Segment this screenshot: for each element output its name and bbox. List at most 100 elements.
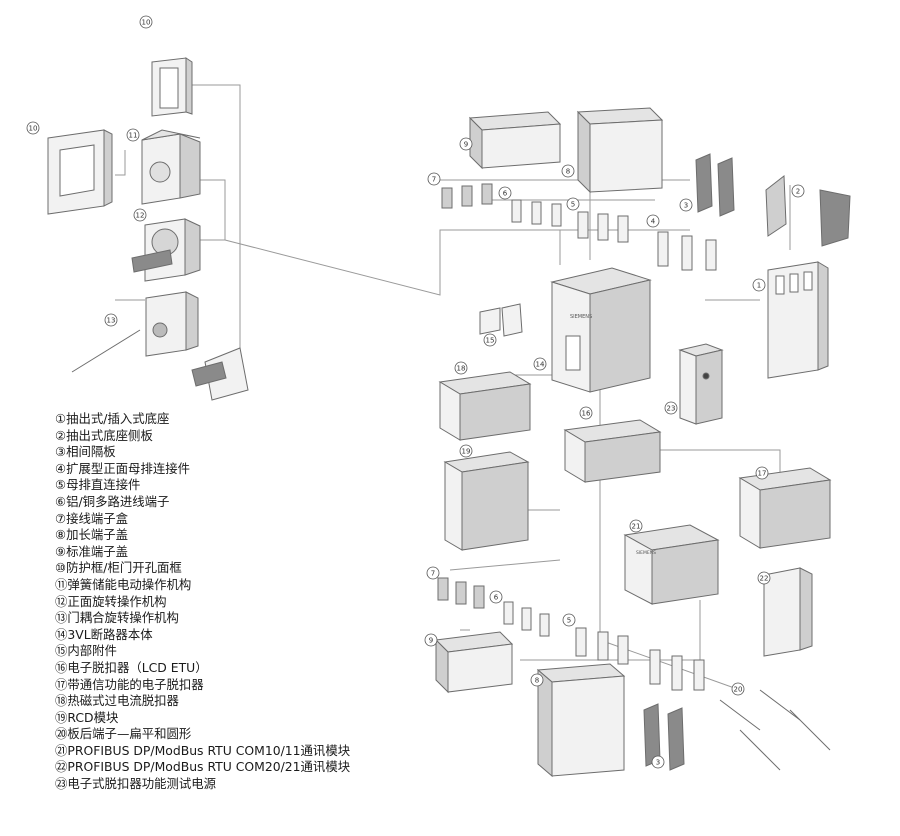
callout-12: 12 xyxy=(133,208,147,222)
callout-11: 11 xyxy=(126,128,140,142)
callout-21: 21 xyxy=(629,519,643,533)
callout-13: 13 xyxy=(104,313,118,327)
callout-6b: 6 xyxy=(489,590,503,604)
large-door-frame xyxy=(47,129,113,215)
callout-3a: 3 xyxy=(679,198,693,212)
callout-7b: 7 xyxy=(426,566,440,580)
svg-text:6: 6 xyxy=(494,594,499,602)
callout-1: 1 xyxy=(752,278,766,292)
rear-terminals xyxy=(719,689,831,771)
svg-text:10: 10 xyxy=(29,125,38,133)
legend-item: ⑭3VL断路器本体 xyxy=(55,626,153,642)
phase-barriers-top xyxy=(695,153,735,217)
callout-23: 23 xyxy=(664,401,678,415)
svg-text:6: 6 xyxy=(503,190,508,198)
legend-item: ①抽出式/插入式底座 xyxy=(55,411,170,426)
callout-18: 18 xyxy=(454,361,468,375)
busbar-connectors-top xyxy=(577,211,629,243)
legend-item: ⑥铝/铜多路进线端子 xyxy=(55,493,170,509)
withdrawable-base xyxy=(767,261,829,379)
callout-5a: 5 xyxy=(566,197,580,211)
legend-item: ⑦接线端子盒 xyxy=(55,510,129,526)
svg-text:23: 23 xyxy=(667,405,676,413)
callout-15: 15 xyxy=(483,333,497,347)
svg-text:15: 15 xyxy=(486,337,495,345)
callout-6a: 6 xyxy=(498,186,512,200)
terminal-boxes-top xyxy=(441,183,493,209)
svg-text:8: 8 xyxy=(535,677,539,685)
busbar-connectors-bottom xyxy=(575,627,629,665)
callout-19: 19 xyxy=(459,444,473,458)
callout-10b: 10 xyxy=(26,121,40,135)
svg-text:20: 20 xyxy=(734,686,743,694)
svg-text:5: 5 xyxy=(571,201,575,209)
legend-item: ⑱热磁式过电流脱扣器 xyxy=(55,693,179,709)
callout-7a: 7 xyxy=(427,172,441,186)
callout-16: 16 xyxy=(579,406,593,420)
svg-text:9: 9 xyxy=(464,141,468,149)
extended-busbar-connectors-top xyxy=(657,231,717,271)
multi-cable-lugs-bottom xyxy=(503,601,550,637)
callout-3b: 3 xyxy=(651,755,665,769)
svg-text:14: 14 xyxy=(536,361,545,369)
svg-text:19: 19 xyxy=(462,448,471,456)
terminal-boxes-bottom xyxy=(437,577,485,609)
svg-text:18: 18 xyxy=(457,365,466,373)
svg-text:16: 16 xyxy=(582,410,591,418)
svg-text:21: 21 xyxy=(632,523,641,531)
callout-8b: 8 xyxy=(530,673,544,687)
rcd-module xyxy=(443,451,530,551)
svg-text:3: 3 xyxy=(656,759,660,767)
callout-9b: 9 xyxy=(424,633,438,647)
legend-item: ④扩展型正面母排连接件 xyxy=(55,460,191,476)
svg-text:4: 4 xyxy=(651,218,656,226)
svg-text:11: 11 xyxy=(129,132,138,140)
legend-item: ⑳板后端子—扁平和圆形 xyxy=(55,726,192,742)
com20-module xyxy=(763,567,813,657)
legend-item: ⑮内部附件 xyxy=(55,643,117,659)
module-brand-label: SIEMENS xyxy=(636,550,656,556)
extended-busbar-connectors-bottom xyxy=(649,649,705,691)
legend-item: ⑤母排直连接件 xyxy=(55,477,141,493)
svg-text:2: 2 xyxy=(796,188,800,196)
door-coupling-operator xyxy=(71,291,249,401)
callout-14: 14 xyxy=(533,357,547,371)
comm-etu xyxy=(738,467,832,549)
callout-20: 20 xyxy=(731,682,745,696)
legend-list: ①抽出式/插入式底座 ②抽出式底座侧板 ③相间隔板 ④扩展型正面母排连接件 ⑤母… xyxy=(55,411,350,793)
internal-accessories xyxy=(479,303,523,337)
legend-item: ⑯电子脱扣器（LCD ETU） xyxy=(55,659,208,675)
thermal-magnetic-trip-unit xyxy=(438,371,532,441)
legend-item: ③相间隔板 xyxy=(55,444,116,460)
terminal-cover-extended-top xyxy=(576,107,664,194)
svg-text:7: 7 xyxy=(431,570,435,578)
small-door-frame xyxy=(151,57,193,117)
legend-item: ⑫正面旋转操作机构 xyxy=(55,593,167,609)
motor-operator xyxy=(141,129,201,205)
legend-item: ⑲RCD模块 xyxy=(55,709,119,725)
svg-text:5: 5 xyxy=(567,617,571,625)
terminal-cover-standard-top xyxy=(468,111,562,170)
callout-2: 2 xyxy=(791,184,805,198)
lcd-etu xyxy=(563,419,662,483)
breaker-body: SIEMENS xyxy=(550,267,652,393)
callout-17: 17 xyxy=(755,466,769,480)
callout-22: 22 xyxy=(757,571,771,585)
withdrawable-side-plate xyxy=(765,175,851,247)
svg-text:13: 13 xyxy=(107,317,116,325)
terminal-cover-extended-bottom xyxy=(536,663,626,778)
legend-item: ㉑PROFIBUS DP/ModBus RTU COM10/11通讯模块 xyxy=(55,742,351,758)
svg-text:7: 7 xyxy=(432,176,436,184)
phase-barriers-bottom xyxy=(643,703,685,771)
callout-5b: 5 xyxy=(562,613,576,627)
legend-item: ⑨标准端子盖 xyxy=(55,543,129,559)
legend-item: ㉒PROFIBUS DP/ModBus RTU COM20/21通讯模块 xyxy=(55,759,351,775)
svg-text:9: 9 xyxy=(429,637,433,645)
legend-item: ⑩防护框/柜门开孔面框 xyxy=(55,560,182,576)
svg-text:22: 22 xyxy=(760,575,769,583)
svg-text:17: 17 xyxy=(758,470,767,478)
multi-cable-lugs-top xyxy=(511,199,562,227)
front-rotary-operator xyxy=(131,218,201,282)
breaker-brand-label: SIEMENS xyxy=(570,314,592,320)
legend-item: ⑪弹簧储能电动操作机构 xyxy=(55,576,192,592)
